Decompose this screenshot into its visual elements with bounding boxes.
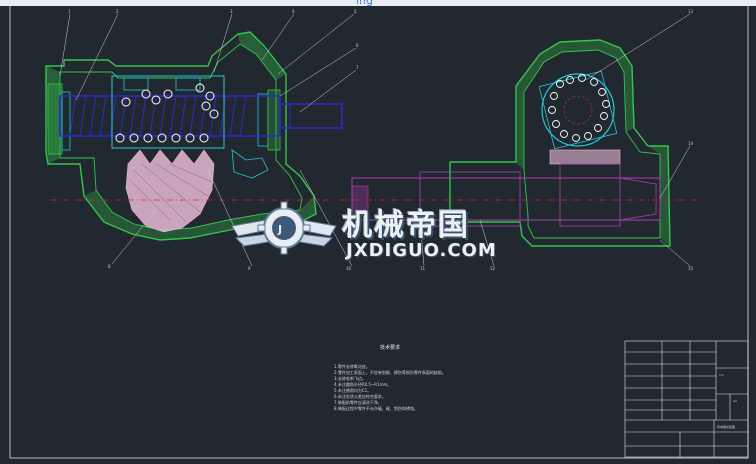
watermark: J 机械帝国 JXDIGUO.COM — [228, 196, 528, 268]
shaft-bush — [559, 163, 621, 227]
note-line: 5.未注倒角均为C1。 — [334, 388, 372, 393]
gear-wings-logo: J — [231, 201, 337, 255]
balloon-15: 15 — [688, 266, 694, 271]
note-line: 1.零件去除氧化皮。 — [334, 364, 370, 369]
note-line: 8.装配过程中零件不允许磕、碰、划伤和锈蚀。 — [334, 406, 418, 411]
drawing-frame — [9, 1, 749, 459]
shaft-end — [351, 185, 369, 213]
shaft-bearing-housing — [419, 171, 521, 227]
leader-lines — [59, 13, 691, 267]
balloon-4: 4 — [292, 9, 295, 14]
right-bearing — [257, 93, 269, 147]
balloon-6: 6 — [356, 43, 359, 48]
input-shaft — [279, 103, 343, 129]
browser-top-strip: ing — [0, 0, 756, 7]
balloon-8: 8 — [108, 264, 111, 269]
pitch-circle — [563, 95, 593, 125]
rack-teeth — [549, 149, 621, 165]
balloon-11: 11 — [420, 266, 426, 271]
technical-notes: 技术要求 1.零件去除氧化皮。 2.零件加工表面上，不应有划痕、擦伤等损伤零件表… — [334, 345, 446, 412]
side-housing-wall — [516, 40, 634, 170]
housing-wall-top — [238, 32, 286, 80]
balloon-10: 10 — [346, 266, 352, 271]
side-housing-inner — [523, 49, 661, 239]
balloon-5: 5 — [354, 9, 357, 14]
balloon-13: 13 — [688, 9, 694, 14]
title-block: 转向器总装图 1:1 A2 — [625, 341, 748, 457]
worm-threads — [69, 95, 247, 137]
note-line: 3.去除毛刺飞边。 — [334, 376, 366, 381]
side-balls — [548, 74, 610, 142]
ball-nut — [111, 75, 225, 149]
balloon-1: 1 — [68, 9, 71, 14]
top-link-fragment[interactable]: ing — [356, 0, 374, 7]
nut-block — [538, 70, 618, 150]
balloon-7: 7 — [356, 65, 359, 70]
right-section-view — [340, 39, 700, 247]
ball-guide-left — [123, 77, 149, 91]
sheet-size: A2 — [733, 399, 737, 403]
scale-value: 1:1 — [719, 373, 724, 377]
shaft-taper — [619, 177, 657, 221]
left-bearing — [61, 91, 71, 151]
note-line: 6.未注形状公差应符合要求。 — [334, 394, 386, 399]
note-line: 7.装配前零件应清洗干净。 — [334, 400, 382, 405]
sector-circle — [541, 73, 615, 147]
balloon-14: 14 — [688, 141, 694, 146]
side-flange-wall — [648, 146, 670, 246]
watermark-brand-en: JXDIGUO.COM — [346, 240, 497, 261]
recirculating-balls — [115, 83, 219, 143]
svg-text:J: J — [277, 223, 282, 236]
note-line: 4.未注圆角半径R0.5~R1mm。 — [334, 382, 392, 387]
balloon-9: 9 — [248, 266, 251, 271]
sector-gear — [125, 149, 215, 233]
balloon-2: 2 — [116, 9, 119, 14]
balloon-12: 12 — [490, 266, 496, 271]
seal — [231, 149, 269, 179]
housing-wall-left — [46, 66, 60, 164]
title-block-grid — [624, 340, 749, 458]
balloon-labels: 1 2 3 4 5 6 7 8 9 10 11 12 13 14 15 — [68, 9, 694, 271]
housing-inner — [59, 43, 303, 231]
side-housing-outline — [449, 39, 671, 247]
notes-title: 技术要求 — [380, 345, 401, 351]
drawing-title: 转向器总装图 — [717, 425, 736, 429]
note-line: 2.零件加工表面上，不应有划痕、擦伤等损伤零件表面的缺陷。 — [334, 370, 446, 375]
right-end-cap — [267, 89, 281, 151]
balloon-3: 3 — [230, 9, 233, 14]
watermark-brand-cn: 机械帝国 — [342, 208, 470, 243]
